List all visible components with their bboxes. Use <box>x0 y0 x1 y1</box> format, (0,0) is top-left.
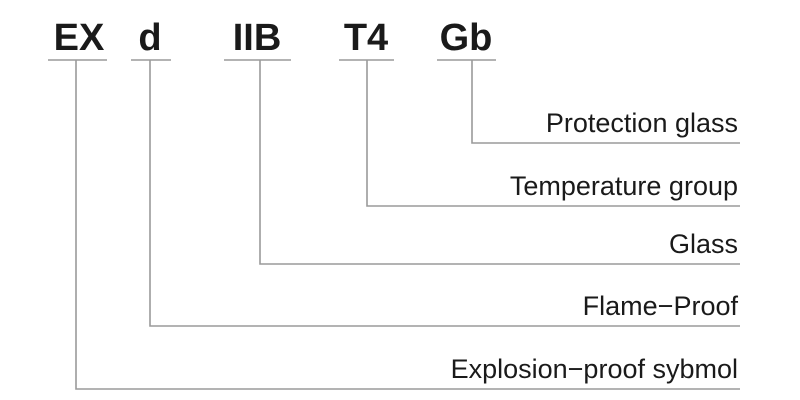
label-temperature-group: Temperature group <box>510 171 738 201</box>
label-flame-proof: Flame−Proof <box>583 291 739 321</box>
connector-d <box>149 60 740 327</box>
connector-t4 <box>366 60 740 207</box>
connector-gb <box>471 60 740 144</box>
connector-ex <box>75 60 740 390</box>
code-gb: Gb <box>440 17 493 59</box>
label-explosion-proof-symbol: Explosion−proof sybmol <box>451 354 738 384</box>
code-d: d <box>138 17 161 59</box>
code-t4: T4 <box>344 17 388 59</box>
label-protection-glass: Protection glass <box>546 108 738 138</box>
connector-iib <box>259 60 740 265</box>
label-glass: Glass <box>669 229 738 259</box>
code-iib: IIB <box>233 17 282 59</box>
code-ex: EX <box>54 17 105 59</box>
